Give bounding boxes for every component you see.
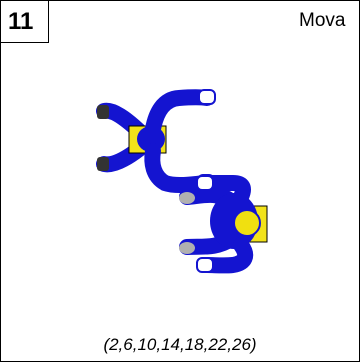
card-name: Mova bbox=[299, 10, 346, 31]
jumper-2-helmet bbox=[233, 209, 261, 237]
jumper-1-lower-arm bbox=[144, 143, 214, 194]
jumper-2 bbox=[179, 175, 268, 274]
jumper-2-upper-arm bbox=[199, 175, 251, 205]
jumper-1-left-foot bbox=[97, 105, 109, 119]
jumper-2-lower-foot bbox=[179, 242, 195, 254]
sequence-label: (2,6,10,14,18,22,26) bbox=[103, 335, 257, 354]
jumper-1 bbox=[96, 89, 216, 194]
card-number: 11 bbox=[1, 1, 49, 43]
jumper-1-right-foot bbox=[97, 157, 109, 171]
jumper-2-lower-arm bbox=[199, 237, 254, 274]
jumper-2-upper-hand bbox=[196, 175, 214, 191]
jumper-2-upper-foot bbox=[179, 192, 195, 204]
jumper-1-upper-hand bbox=[198, 89, 216, 105]
jumper-2-lower-hand bbox=[196, 257, 214, 273]
